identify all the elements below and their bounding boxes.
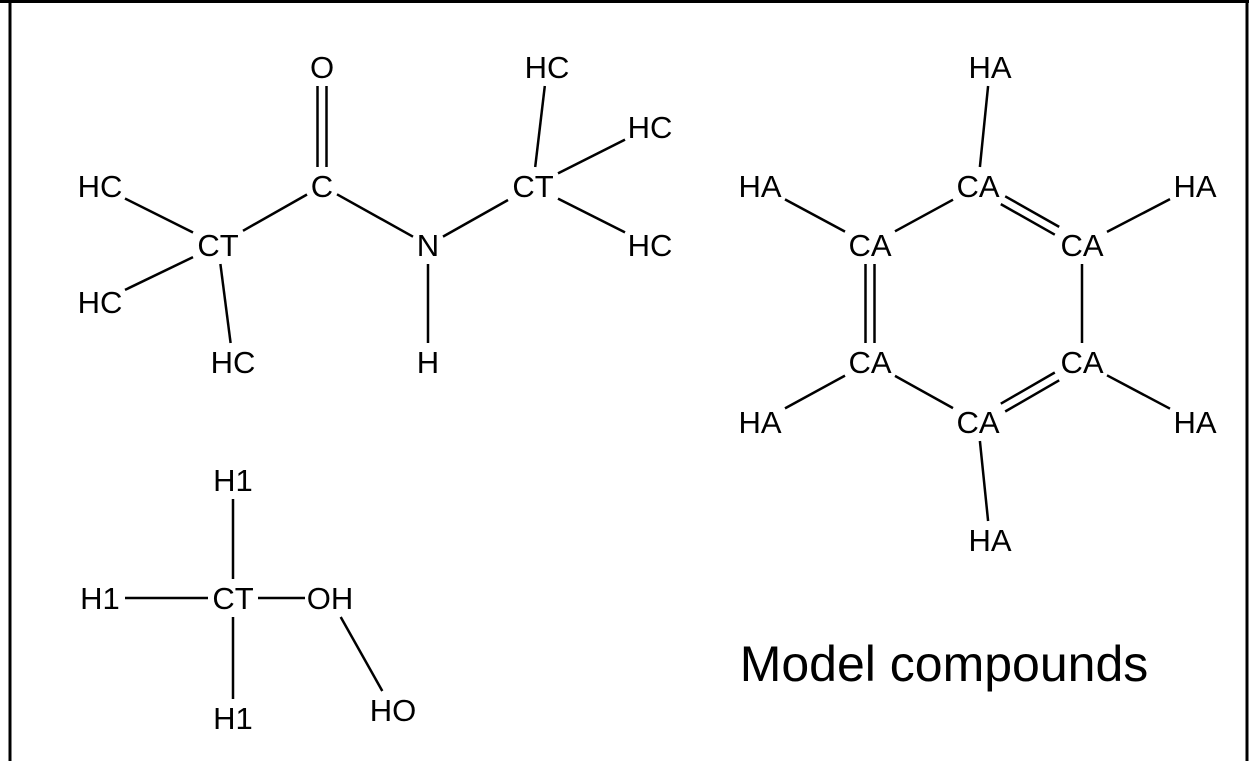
atom-label-ca: CA: [848, 228, 891, 263]
atom-label-hc: HC: [211, 345, 256, 380]
atom-label-h1: H1: [80, 581, 120, 616]
single-bond-line: [557, 197, 626, 234]
double-bond-line: [1004, 195, 1060, 228]
atom-label-ct: CT: [212, 581, 253, 616]
single-bond-line: [894, 198, 954, 233]
atom-label-ca: CA: [1060, 228, 1103, 263]
double-bond-line: [1000, 203, 1056, 236]
single-bond-line: [124, 255, 194, 292]
single-bond-line: [784, 198, 846, 233]
single-bond-line: [978, 85, 990, 168]
atom-label-hc: HC: [525, 50, 570, 85]
single-bond-line: [978, 440, 990, 522]
atom-label-hc: HC: [628, 228, 673, 263]
atom-label-ha: HA: [968, 523, 1011, 558]
single-bond-line: [894, 374, 954, 410]
bond-layer: [124, 85, 1171, 699]
atom-label-ho: HO: [370, 693, 417, 728]
atom-label-ca: CA: [956, 169, 999, 204]
atom-label-ha: HA: [1173, 169, 1216, 204]
atom-label-ca: CA: [956, 405, 999, 440]
atom-label-oh: OH: [307, 581, 354, 616]
atom-label-hc: HC: [628, 110, 673, 145]
atom-label-layer: O C CT HC HC HC N H CT HC HC HC CA CA CA CA CA CA HA HA HA HA…: [78, 50, 1217, 736]
atom-label-h: H: [417, 345, 439, 380]
atom-label-ha: HA: [738, 405, 781, 440]
atom-label-h1: H1: [213, 463, 253, 498]
atom-label-n: N: [417, 228, 439, 263]
single-bond-line: [1106, 197, 1171, 234]
atom-label-ca: CA: [1060, 345, 1103, 380]
single-bond-line: [336, 193, 414, 238]
diagram-caption: Model compounds: [740, 636, 1149, 692]
atom-label-ha: HA: [1173, 405, 1216, 440]
atom-label-ha: HA: [968, 50, 1011, 85]
double-bond-line: [1004, 379, 1060, 413]
atom-label-o: O: [310, 50, 334, 85]
atom-label-hc: HC: [78, 169, 123, 204]
single-bond-line: [533, 85, 547, 168]
atom-label-ha: HA: [738, 169, 781, 204]
double-bond-line: [1000, 371, 1056, 405]
atom-label-ct: CT: [512, 169, 553, 204]
single-bond-line: [124, 197, 194, 234]
single-bond-line: [557, 138, 626, 175]
atom-label-h1: H1: [213, 701, 253, 736]
atom-label-hc: HC: [78, 285, 123, 320]
single-bond-line: [339, 616, 384, 692]
single-bond-line: [1106, 374, 1171, 410]
atom-label-c: C: [311, 169, 333, 204]
atom-label-ct: CT: [197, 228, 238, 263]
atom-label-ca: CA: [848, 345, 891, 380]
single-bond-line: [242, 193, 308, 232]
single-bond-line: [784, 374, 846, 410]
single-bond-line: [219, 263, 232, 344]
single-bond-line: [442, 198, 509, 238]
